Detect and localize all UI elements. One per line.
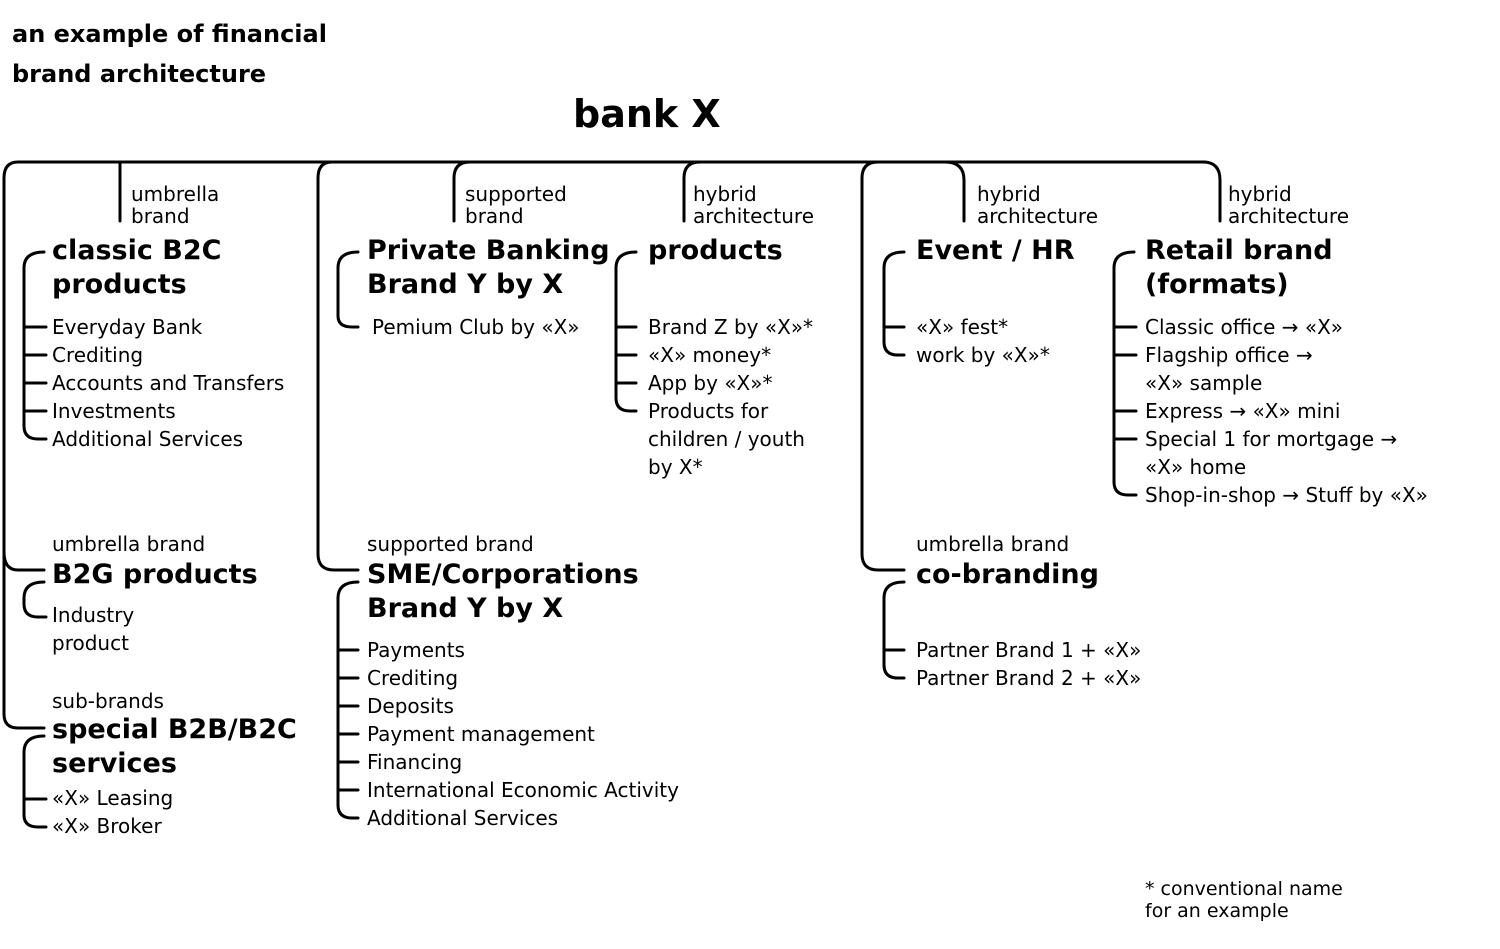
bracket-classic — [22, 250, 48, 441]
private-heading-line-2: Brand Y by X — [367, 269, 564, 300]
sme-item: Crediting — [367, 666, 459, 690]
column-2-trunk — [316, 160, 360, 572]
classic-heading-line-1: classic B2C — [52, 235, 222, 266]
classic-heading-line-2: products — [52, 269, 187, 300]
branch-products — [682, 160, 702, 223]
bracket-retail — [1112, 250, 1138, 497]
special-heading-line-2: services — [52, 748, 177, 779]
bracket-event — [882, 250, 906, 357]
retail-item: Classic office → «X» — [1145, 315, 1344, 339]
classic-item: Everyday Bank — [52, 315, 203, 339]
root-node: bank X — [573, 92, 721, 136]
retail-item: Shop-in-shop → Stuff by «X» — [1145, 483, 1428, 507]
b2g-item: Industry — [52, 603, 135, 627]
retail-item: Express → «X» mini — [1145, 399, 1341, 423]
b2g-label: umbrella brand — [52, 532, 206, 556]
classic-item: Accounts and Transfers — [52, 371, 285, 395]
retail-item: Flagship office → — [1145, 343, 1313, 367]
branch-retail — [1201, 160, 1222, 223]
sme-item: Additional Services — [367, 806, 559, 830]
diagram-title-line-2: brand architecture — [12, 60, 267, 88]
sme-item: Payment management — [367, 722, 595, 746]
sme-item: Financing — [367, 750, 463, 774]
cobranding-label: umbrella brand — [916, 532, 1070, 556]
cobranding-heading: co-branding — [916, 559, 1099, 590]
event-label-line-2: architecture — [977, 204, 1099, 228]
sme-item: Payments — [367, 638, 465, 662]
retail-label-line-1: hybrid — [1228, 182, 1292, 206]
column-1-trunk — [2, 160, 46, 730]
b2g-heading: B2G products — [52, 559, 258, 590]
sme-item: Deposits — [367, 694, 454, 718]
products-item: Brand Z by «X»* — [648, 315, 814, 339]
special-heading-line-1: special B2B/B2C — [52, 714, 297, 745]
products-label-line-1: hybrid — [693, 182, 757, 206]
bracket-b2g — [22, 580, 48, 619]
classic-item: Investments — [52, 399, 176, 423]
bracket-products — [614, 250, 638, 413]
classic-item: Crediting — [52, 343, 144, 367]
sme-label: supported brand — [367, 532, 534, 556]
diagram-title-line-1: an example of financial — [12, 20, 327, 48]
column-1-branch-b2g — [2, 550, 46, 572]
products-item: «X» money* — [648, 343, 772, 367]
footnote-line-2: for an example — [1145, 900, 1289, 922]
private-label-line-2: brand — [465, 204, 524, 228]
sme-item: International Economic Activity — [367, 778, 679, 802]
special-item: «X» Leasing — [52, 786, 174, 810]
bracket-special — [22, 734, 48, 829]
products-label-line-2: architecture — [693, 204, 815, 228]
retail-label-line-2: architecture — [1228, 204, 1350, 228]
column-3-trunk — [860, 160, 906, 572]
classic-label-line-1: umbrella — [131, 182, 220, 206]
products-item: App by «X»* — [648, 371, 773, 395]
event-item: work by «X»* — [916, 343, 1050, 367]
event-heading: Event / HR — [916, 235, 1075, 266]
branch-private — [452, 160, 472, 223]
private-item: Pemium Club by «X» — [372, 315, 580, 339]
special-label: sub-brands — [52, 689, 164, 713]
bracket-sme — [336, 580, 360, 820]
sme-heading-line-1: SME/Corporations — [367, 559, 639, 590]
retail-heading-line-2: (formats) — [1145, 269, 1289, 300]
products-heading: products — [648, 235, 783, 266]
cobranding-item: Partner Brand 2 + «X» — [916, 666, 1142, 690]
private-heading-line-1: Private Banking — [367, 235, 610, 266]
retail-item: «X» home — [1145, 455, 1247, 479]
cobranding-item: Partner Brand 1 + «X» — [916, 638, 1142, 662]
retail-item: Special 1 for mortgage → — [1145, 427, 1398, 451]
sme-heading-line-2: Brand Y by X — [367, 593, 564, 624]
products-item: Products for — [648, 399, 769, 423]
products-item: children / youth — [648, 427, 805, 451]
bracket-private — [336, 250, 360, 329]
private-label-line-1: supported — [465, 182, 567, 206]
retail-item: «X» sample — [1145, 371, 1263, 395]
branch-event — [943, 160, 966, 223]
special-item: «X» Broker — [52, 814, 162, 838]
event-item: «X» fest* — [916, 315, 1009, 339]
event-label-line-1: hybrid — [977, 182, 1041, 206]
classic-item: Additional Services — [52, 427, 244, 451]
products-item: by X* — [648, 455, 703, 479]
footnote-line-1: * conventional name — [1145, 878, 1343, 900]
classic-label-line-2: brand — [131, 204, 190, 228]
retail-heading-line-1: Retail brand — [1145, 235, 1333, 266]
bracket-cobranding — [882, 580, 906, 680]
b2g-item: product — [52, 631, 129, 655]
